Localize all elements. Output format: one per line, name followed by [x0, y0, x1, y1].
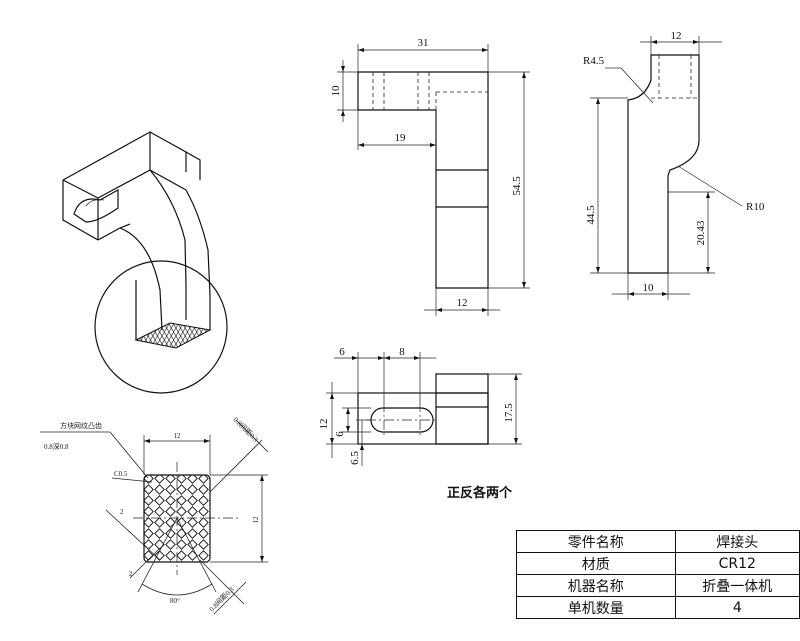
front-dim-10: 10 — [330, 85, 342, 97]
top-dim-12: 12 — [318, 419, 330, 430]
detail-angle: 80° — [170, 597, 180, 605]
front-view: 31 10 19 54.5 12 — [330, 37, 530, 316]
isometric-view — [62, 131, 228, 394]
note-text: 正反各两个 — [447, 486, 513, 501]
top-dim-6: 6 — [339, 346, 345, 358]
title-block-value: CR12 — [674, 552, 800, 575]
detail-callout-knurl: 方块网纹凸齿 — [60, 421, 102, 430]
title-block-label: 零件名称 — [516, 530, 676, 553]
detail-spec-left: 0.8深0.8 — [44, 442, 69, 451]
front-dim-19: 19 — [395, 132, 407, 144]
side-dim-20-43: 20.43 — [695, 220, 707, 245]
top-dim-6-vertical: 6 — [334, 431, 346, 437]
title-block-label: 机器名称 — [516, 574, 676, 597]
front-dim-31: 31 — [418, 37, 429, 49]
detail-small-dim-b: 2 — [129, 570, 133, 578]
detail-dim-height: 12 — [252, 516, 260, 524]
side-dim-12: 12 — [671, 30, 682, 42]
front-dim-12: 12 — [457, 297, 468, 309]
title-block-label: 单机数量 — [516, 596, 676, 619]
side-dim-10: 10 — [643, 282, 655, 294]
title-block-value: 4 — [674, 596, 800, 619]
title-block: 零件名称 焊接头 材质 CR12 机器名称 折叠一体机 单机数量 4 — [516, 530, 800, 619]
detail-spec-top: 0.8间距0.3 — [232, 416, 260, 444]
detail-dim-width: 12 — [174, 432, 182, 440]
side-radius-r10: R10 — [746, 201, 765, 213]
detail-chamfer: C0.5 — [114, 470, 128, 478]
detail-small-dim-a: 2 — [120, 508, 124, 516]
detail-spec-bottom: 0.8间距0.3 — [208, 585, 236, 613]
top-dim-6-5: 6.5 — [349, 451, 361, 465]
top-view: 6 8 12 6 6.5 17.5 — [318, 346, 522, 466]
front-dim-54-5: 54.5 — [511, 176, 523, 196]
title-block-value: 折叠一体机 — [674, 574, 800, 597]
title-block-value: 焊接头 — [674, 530, 800, 553]
knurl-detail-view: 12 12 方块网纹凸齿 0.8深0.8 C0.5 0.8间距0.3 0.8间距… — [40, 416, 269, 615]
side-view: 12 R4.5 R10 44.5 20.43 10 — [583, 30, 765, 300]
table-row: 材质 CR12 — [516, 552, 800, 575]
top-dim-8: 8 — [399, 346, 405, 358]
side-radius-r4-5: R4.5 — [583, 55, 605, 67]
table-row: 机器名称 折叠一体机 — [516, 574, 800, 597]
title-block-label: 材质 — [516, 552, 676, 575]
side-dim-44-5: 44.5 — [585, 205, 597, 225]
table-row: 单机数量 4 — [516, 596, 800, 619]
table-row: 零件名称 焊接头 — [516, 530, 800, 553]
top-dim-17-5: 17.5 — [503, 403, 515, 423]
